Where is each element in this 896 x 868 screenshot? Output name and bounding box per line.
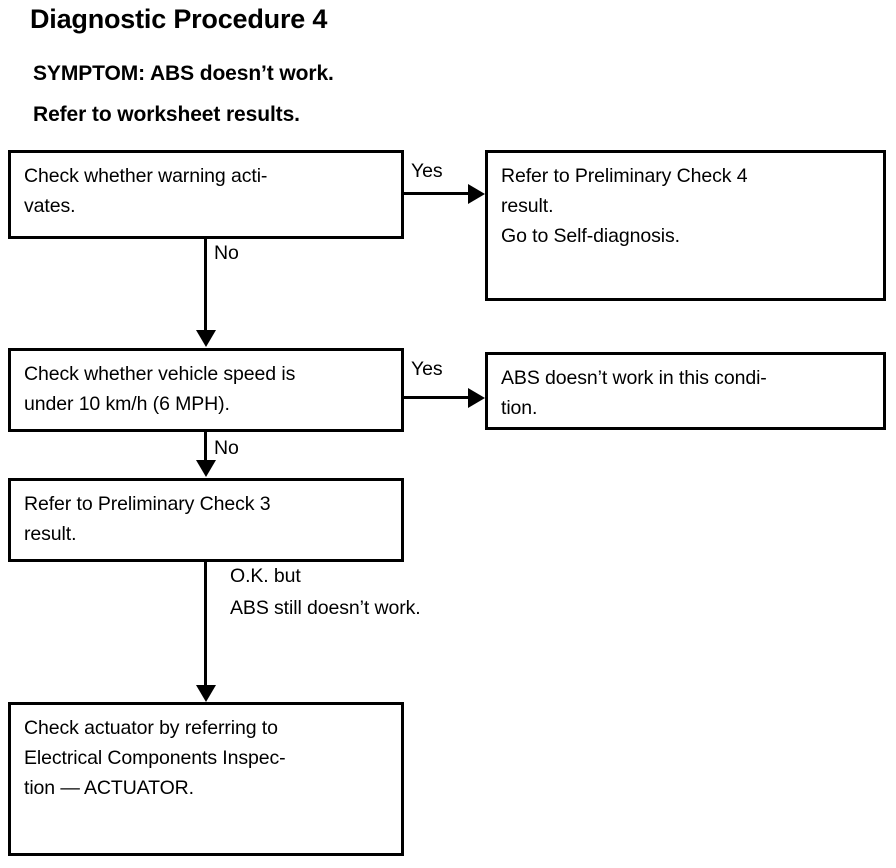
flow-node-check-actuator-text: Check actuator by referring to Electrica… [24,713,395,803]
page-title: Diagnostic Procedure 4 [30,4,328,34]
connector-no-2-line [204,432,207,462]
flow-node-check-warning-line-1: Check whether warning acti- [24,165,268,187]
flow-node-check-actuator-line-3: tion — ACTUATOR. [24,777,194,799]
flow-node-check-actuator-line-1: Check actuator by referring to [24,717,278,739]
flow-node-prelim-check-3: Refer to Preliminary Check 3 result. [8,478,404,562]
flow-node-prelim-check-4-line-3: Go to Self-diagnosis. [501,225,680,247]
edge-label-ok-but-line-1: O.K. but [230,565,301,587]
flow-node-check-warning: Check whether warning acti- vates. [8,150,404,239]
edge-label-ok-but-line-2: ABS still doesn’t work. [230,597,421,619]
flow-node-check-vehicle-speed-line-2: under 10 km/h (6 MPH). [24,393,230,415]
connector-no-1-line [204,239,207,332]
flow-node-check-vehicle-speed-line-1: Check whether vehicle speed is [24,363,296,385]
flow-node-abs-not-work-condition-text: ABS doesn’t work in this condi- tion. [501,363,877,423]
flow-node-prelim-check-4-line-2: result. [501,195,554,217]
connector-ok-but-line [204,562,207,687]
flow-node-check-actuator: Check actuator by referring to Electrica… [8,702,404,856]
connector-no-1-arrowhead [196,330,216,347]
connector-yes-2-line [404,396,470,399]
flow-node-prelim-check-4: Refer to Preliminary Check 4 result. Go … [485,150,886,301]
connector-yes-2-arrowhead [468,388,485,408]
flow-node-prelim-check-4-text: Refer to Preliminary Check 4 result. Go … [501,161,877,251]
flow-node-prelim-check-3-text: Refer to Preliminary Check 3 result. [24,489,395,549]
connector-yes-1-line [404,192,470,195]
flow-node-check-warning-text: Check whether warning acti- vates. [24,161,395,221]
symptom-line-1: SYMPTOM: ABS doesn’t work. [33,62,334,85]
flow-node-abs-not-work-condition: ABS doesn’t work in this condi- tion. [485,352,886,430]
edge-label-yes-1: Yes [411,160,443,182]
edge-label-yes-2: Yes [411,358,443,380]
flow-node-prelim-check-3-line-2: result. [24,523,77,545]
edge-label-no-1: No [214,242,239,264]
symptom-line-2: Refer to worksheet results. [33,103,300,126]
flow-node-check-actuator-line-2: Electrical Components Inspec- [24,747,286,769]
flow-node-prelim-check-3-line-1: Refer to Preliminary Check 3 [24,493,271,515]
connector-ok-but-arrowhead [196,685,216,702]
flow-node-prelim-check-4-line-1: Refer to Preliminary Check 4 [501,165,748,187]
edge-label-no-2: No [214,437,239,459]
connector-no-2-arrowhead [196,460,216,477]
flow-node-abs-not-work-condition-line-2: tion. [501,397,538,419]
flow-node-check-vehicle-speed-text: Check whether vehicle speed is under 10 … [24,359,395,419]
flow-node-check-vehicle-speed: Check whether vehicle speed is under 10 … [8,348,404,432]
connector-yes-1-arrowhead [468,184,485,204]
flow-node-check-warning-line-2: vates. [24,195,76,217]
flow-node-abs-not-work-condition-line-1: ABS doesn’t work in this condi- [501,367,767,389]
